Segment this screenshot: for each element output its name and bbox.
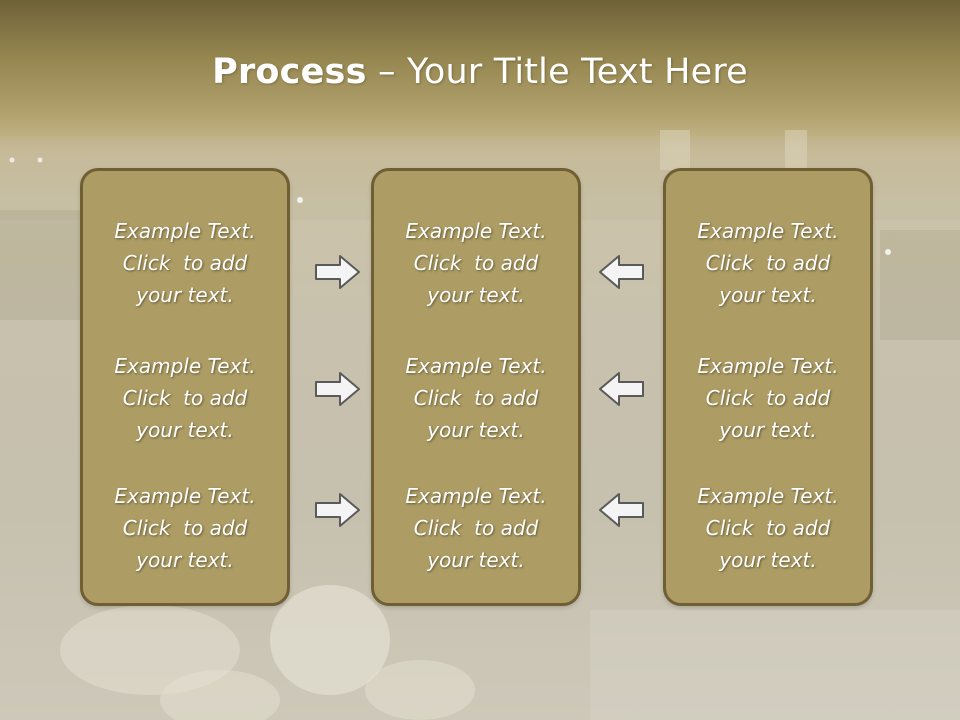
- text-line: Example Text.: [697, 219, 839, 243]
- slide-title[interactable]: Process – Your Title Text Here: [0, 52, 960, 92]
- text-block[interactable]: Example Text. Click to add your text.: [666, 215, 870, 311]
- text-line: Click to add: [705, 386, 831, 410]
- text-line: Example Text.: [114, 219, 256, 243]
- text-line: Click to add: [413, 251, 539, 275]
- title-rest-text: – Your Title Text Here: [366, 52, 748, 92]
- text-line: Example Text.: [405, 219, 547, 243]
- text-block[interactable]: Example Text. Click to add your text.: [83, 480, 287, 576]
- text-line: Click to add: [705, 516, 831, 540]
- arrow-right-icon[interactable]: [314, 491, 362, 529]
- text-block[interactable]: Example Text. Click to add your text.: [666, 350, 870, 446]
- arrow-left-icon[interactable]: [597, 491, 645, 529]
- text-line: Example Text.: [405, 354, 547, 378]
- text-line: Example Text.: [114, 354, 256, 378]
- text-block[interactable]: Example Text. Click to add your text.: [83, 215, 287, 311]
- text-line: Click to add: [705, 251, 831, 275]
- text-line: your text.: [136, 548, 234, 572]
- text-block[interactable]: Example Text. Click to add your text.: [666, 480, 870, 576]
- text-block[interactable]: Example Text. Click to add your text.: [374, 480, 578, 576]
- text-line: your text.: [427, 418, 525, 442]
- arrow-right-icon[interactable]: [314, 370, 362, 408]
- text-line: your text.: [136, 283, 234, 307]
- text-line: Example Text.: [114, 484, 256, 508]
- process-box-right[interactable]: Example Text. Click to add your text. Ex…: [663, 168, 873, 606]
- text-line: Click to add: [413, 516, 539, 540]
- text-line: Example Text.: [697, 484, 839, 508]
- text-line: your text.: [719, 418, 817, 442]
- text-block[interactable]: Example Text. Click to add your text.: [83, 350, 287, 446]
- text-line: your text.: [427, 548, 525, 572]
- text-line: your text.: [719, 283, 817, 307]
- text-line: Click to add: [122, 516, 248, 540]
- arrow-left-icon[interactable]: [597, 253, 645, 291]
- arrow-left-icon[interactable]: [597, 370, 645, 408]
- text-line: your text.: [136, 418, 234, 442]
- text-block[interactable]: Example Text. Click to add your text.: [374, 350, 578, 446]
- process-box-left[interactable]: Example Text. Click to add your text. Ex…: [80, 168, 290, 606]
- text-line: Click to add: [122, 386, 248, 410]
- arrow-right-icon[interactable]: [314, 253, 362, 291]
- process-box-middle[interactable]: Example Text. Click to add your text. Ex…: [371, 168, 581, 606]
- text-line: Example Text.: [405, 484, 547, 508]
- title-bold-text: Process: [212, 52, 367, 92]
- text-block[interactable]: Example Text. Click to add your text.: [374, 215, 578, 311]
- text-line: Click to add: [122, 251, 248, 275]
- text-line: Example Text.: [697, 354, 839, 378]
- text-line: your text.: [427, 283, 525, 307]
- text-line: your text.: [719, 548, 817, 572]
- text-line: Click to add: [413, 386, 539, 410]
